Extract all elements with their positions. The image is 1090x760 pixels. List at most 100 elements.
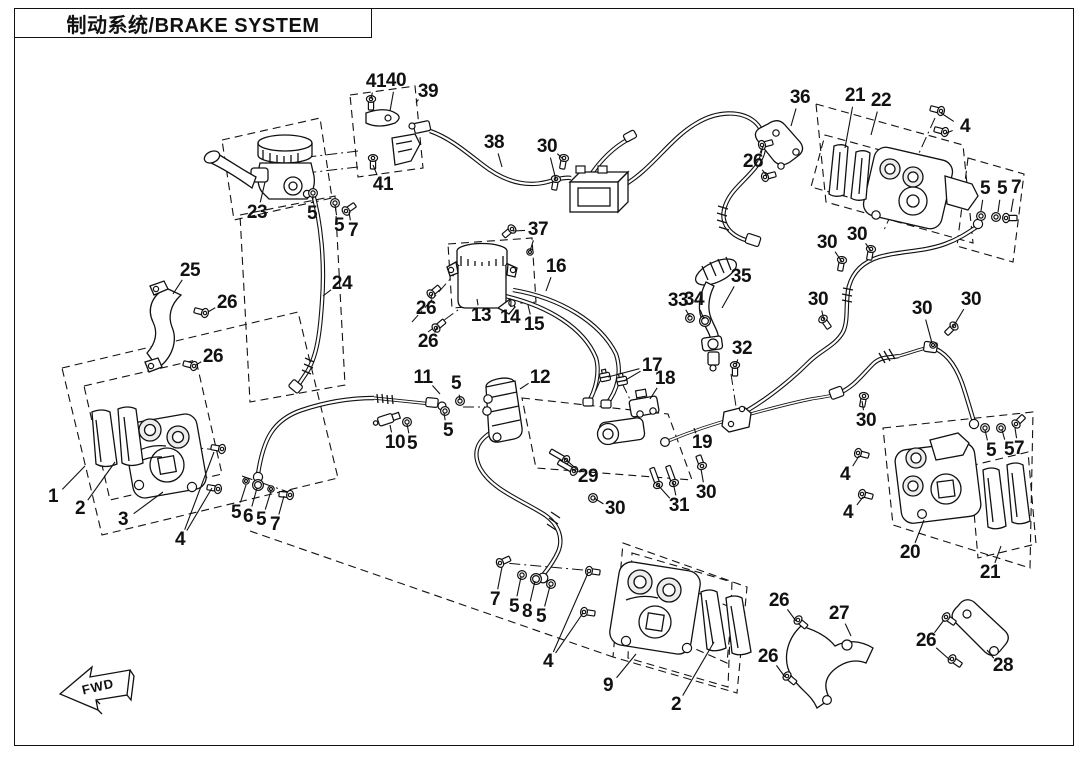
leader-line bbox=[322, 289, 332, 297]
leader-line bbox=[775, 665, 786, 678]
reservoir-outlet bbox=[508, 299, 516, 307]
group-box-rightlower-caliper bbox=[882, 411, 1034, 569]
leader-line bbox=[759, 144, 765, 154]
leader-line bbox=[556, 153, 565, 161]
brake-pedal bbox=[694, 256, 738, 372]
leader-line bbox=[943, 129, 953, 135]
leader-line bbox=[984, 429, 988, 441]
brake-valve-18 bbox=[596, 388, 660, 446]
switch-bracket bbox=[391, 133, 421, 166]
group-box-righttop-caliper bbox=[815, 103, 974, 244]
leader-line bbox=[1001, 429, 1006, 440]
leader-line bbox=[571, 468, 577, 473]
caliper-bracket-arm bbox=[944, 175, 979, 211]
leader-line bbox=[529, 240, 534, 252]
leader-line bbox=[476, 298, 479, 306]
right-lower-caliper bbox=[894, 432, 982, 524]
brake-pipe-11 bbox=[373, 393, 447, 411]
leader-line bbox=[389, 91, 394, 112]
leader-line bbox=[925, 319, 933, 344]
leader-line bbox=[997, 199, 1001, 213]
leader-line bbox=[672, 481, 677, 496]
leader-line bbox=[682, 641, 715, 696]
group-box-switch bbox=[349, 85, 424, 178]
guard-27 bbox=[785, 625, 874, 709]
rear-hose-branch bbox=[736, 218, 984, 418]
page-border bbox=[14, 8, 1074, 746]
leader-line bbox=[529, 580, 536, 602]
leader-line bbox=[699, 309, 705, 320]
switch-lever bbox=[365, 109, 400, 127]
group-box-front-caliper-outer bbox=[61, 311, 339, 536]
cable-adjuster bbox=[412, 120, 432, 134]
leader-line bbox=[861, 400, 864, 411]
leader-line bbox=[934, 619, 945, 633]
group-box-righttop-banjo bbox=[956, 157, 1025, 263]
leader-line bbox=[497, 566, 503, 590]
hose-24 bbox=[288, 189, 326, 394]
leader-line bbox=[685, 309, 691, 318]
leader-line bbox=[184, 451, 215, 530]
leader-line bbox=[251, 487, 258, 507]
leader-line bbox=[616, 653, 637, 679]
leader-line bbox=[544, 585, 551, 607]
leader-line bbox=[406, 423, 410, 434]
leader-line bbox=[649, 387, 658, 400]
leader-line bbox=[821, 310, 825, 321]
leader-line bbox=[545, 276, 552, 292]
leader-line bbox=[790, 108, 797, 127]
pedal-arm bbox=[698, 281, 720, 343]
leader-line bbox=[623, 370, 641, 382]
leader-line bbox=[865, 242, 872, 252]
leader-line bbox=[239, 484, 247, 503]
leader-line bbox=[986, 649, 995, 659]
leader-line bbox=[735, 359, 739, 367]
leader-line bbox=[186, 487, 213, 531]
leader-line bbox=[432, 385, 441, 395]
leader-line bbox=[700, 468, 704, 483]
banjo-fitting bbox=[659, 437, 670, 448]
guard-28 bbox=[951, 599, 1009, 656]
rear-master-cylinder bbox=[482, 377, 523, 443]
leader-line bbox=[593, 497, 604, 505]
page-title: 制动系统/BRAKE SYSTEM bbox=[66, 14, 320, 37]
leader-line bbox=[994, 545, 1002, 564]
leader-line bbox=[980, 199, 984, 212]
leader-line bbox=[434, 326, 438, 333]
leader-line bbox=[844, 106, 854, 149]
leader-line bbox=[563, 457, 579, 471]
leader-line bbox=[844, 623, 852, 637]
front-master-cylinder bbox=[203, 134, 315, 200]
fluid-reservoir bbox=[446, 242, 518, 315]
leader-line bbox=[940, 112, 955, 122]
leader-line bbox=[370, 92, 373, 100]
leader-line bbox=[935, 647, 951, 661]
leader-line bbox=[1010, 198, 1014, 213]
leader-line bbox=[952, 308, 965, 328]
leader-line bbox=[264, 490, 272, 510]
right-top-caliper bbox=[862, 146, 979, 230]
reservoir-hoses bbox=[504, 287, 629, 409]
bottom-brake-pads bbox=[700, 589, 752, 656]
leader-line bbox=[334, 204, 338, 216]
front-left-hose bbox=[252, 395, 375, 483]
bottom-caliper-hose bbox=[474, 430, 563, 584]
leader-line bbox=[721, 286, 735, 309]
leader-line bbox=[415, 99, 419, 104]
leader-line bbox=[443, 412, 446, 421]
leader-line bbox=[549, 157, 557, 181]
leader-line bbox=[607, 368, 640, 378]
title-block: 制动系统/BRAKE SYSTEM bbox=[14, 8, 372, 38]
leader-lines bbox=[61, 91, 1018, 696]
leader-line bbox=[914, 519, 925, 544]
leader-line bbox=[172, 279, 183, 295]
cable-clevis bbox=[744, 233, 762, 247]
leader-line bbox=[259, 181, 266, 203]
leader-line bbox=[348, 211, 351, 221]
leader-line bbox=[87, 461, 116, 501]
leader-line bbox=[458, 394, 461, 401]
leader-line bbox=[527, 304, 531, 315]
group-box-rightlower-pads bbox=[969, 451, 1037, 559]
